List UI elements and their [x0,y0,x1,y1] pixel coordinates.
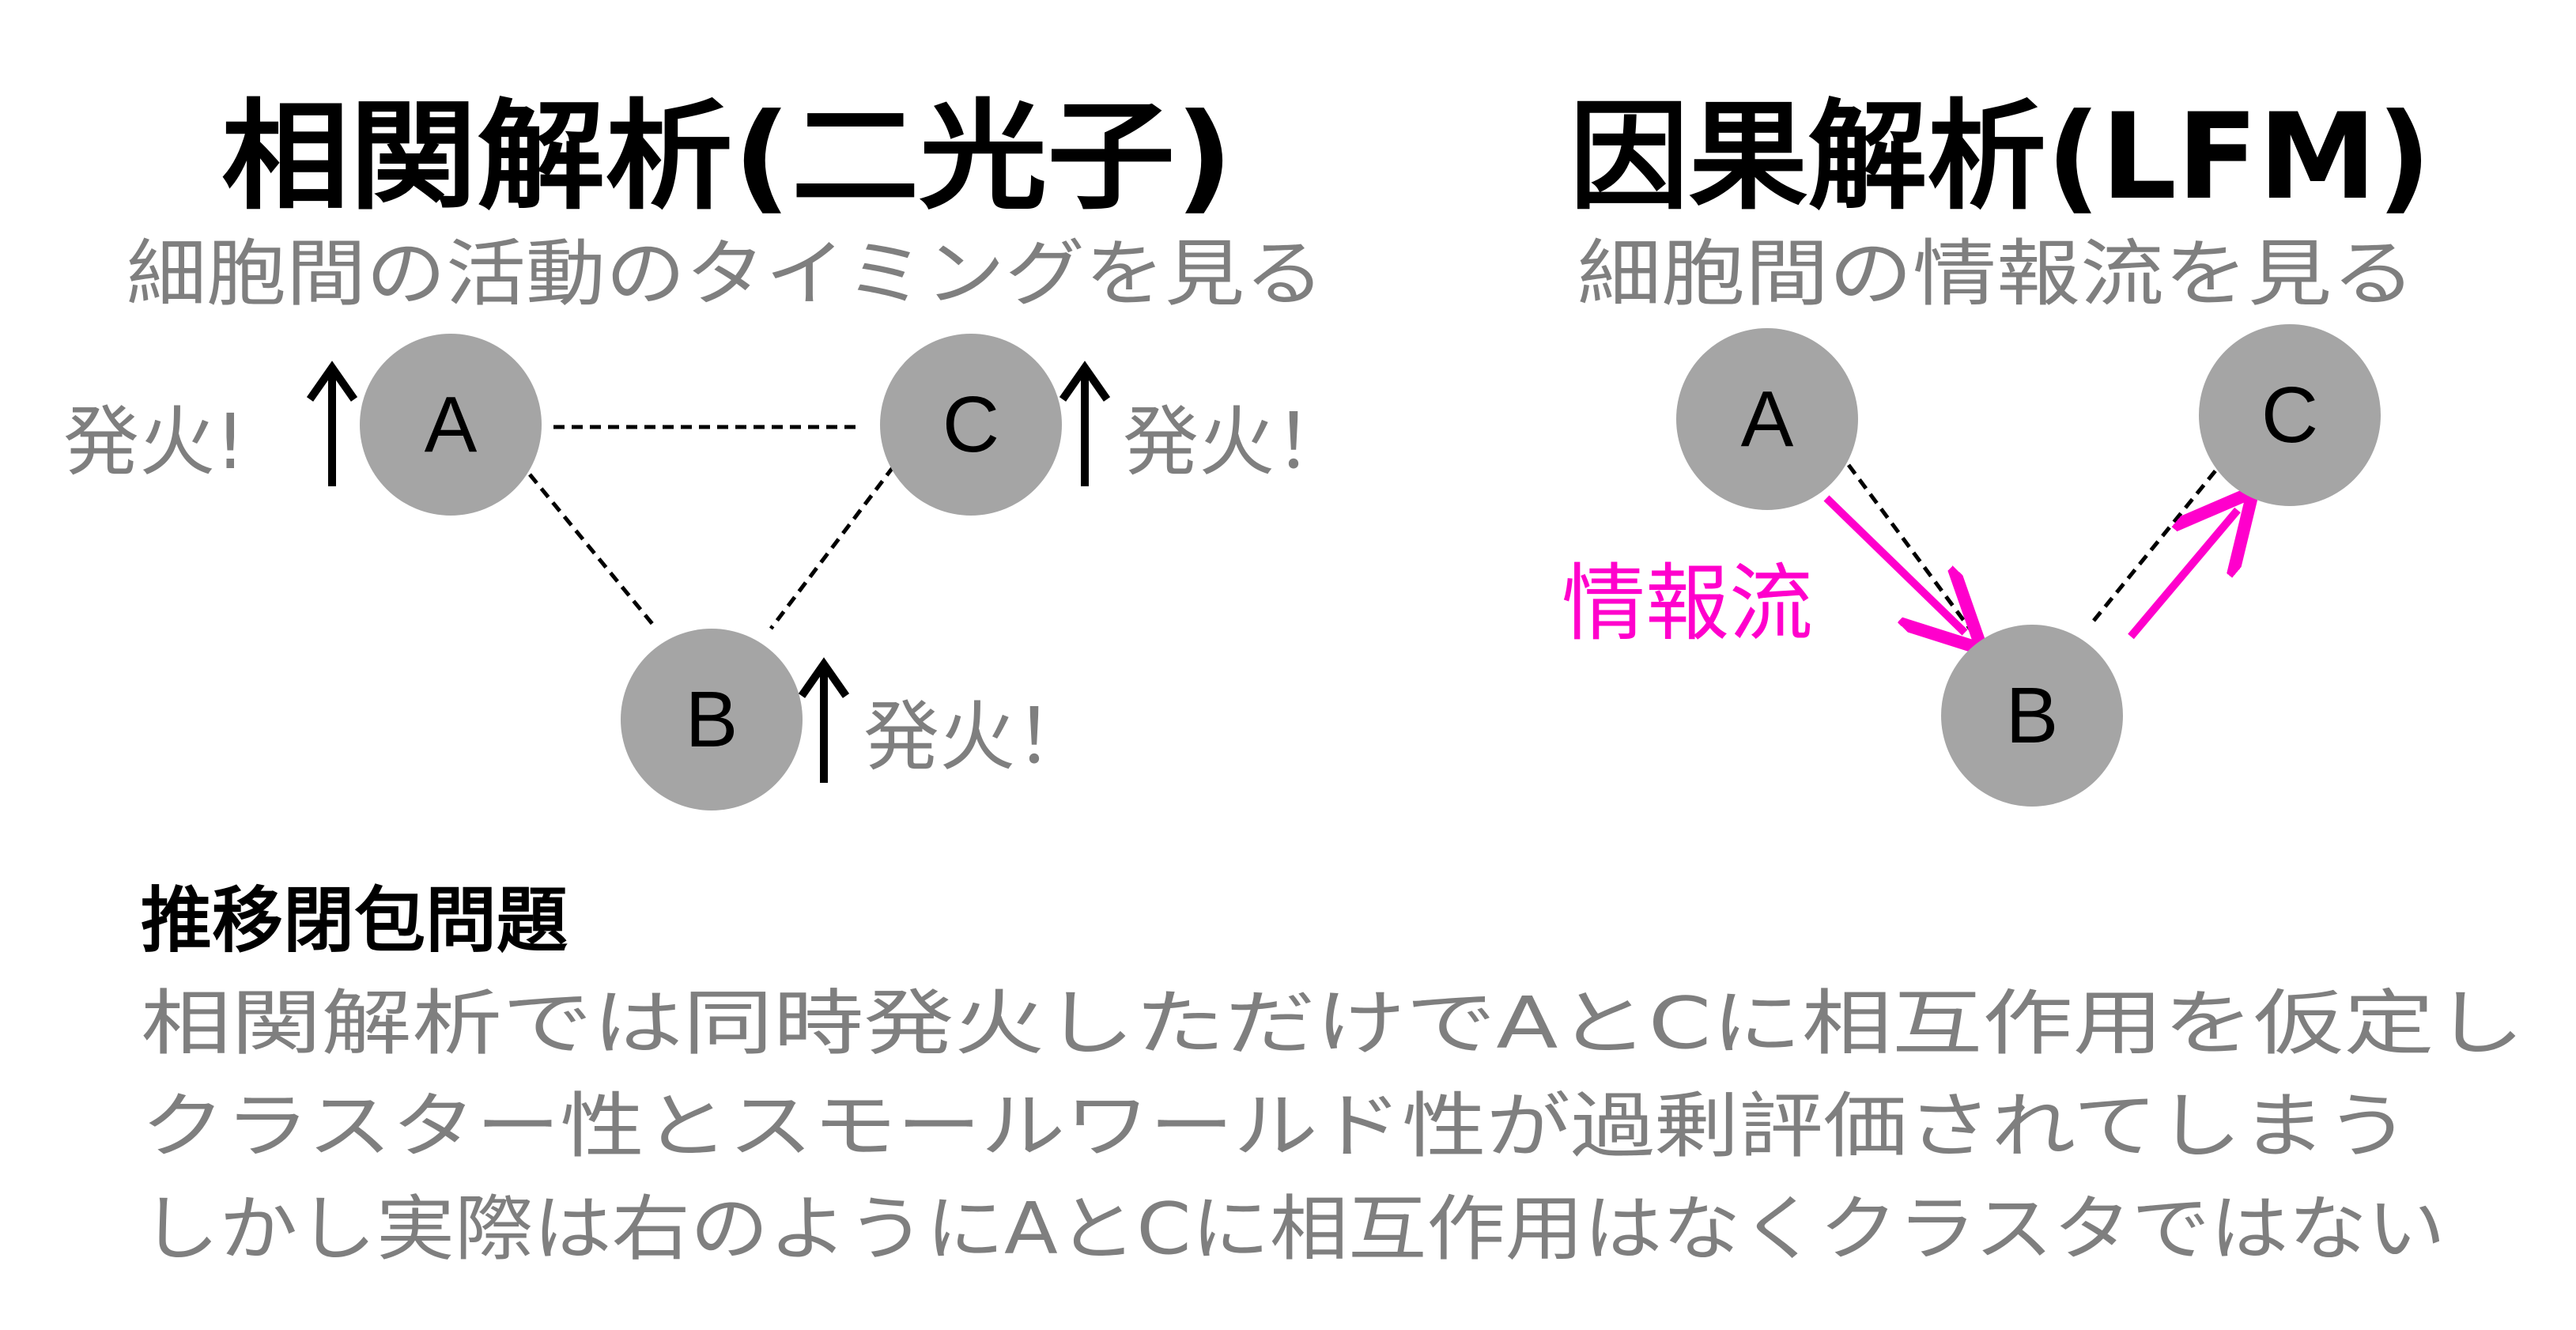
correlation-title: 相関解析(二光子) [221,89,1233,226]
info-flow-arrow-a-to-b-icon [1823,495,1965,633]
correlation-panel: 相関解析(二光子) 細胞間の活動のタイミングを見る A C B 発火! 発火！ … [63,89,1350,810]
node-c: C [880,334,1062,516]
problem-line-2: クラスター性とスモールワールド性が過剰評価されてしまう [141,1085,2410,1168]
correlation-subtitle: 細胞間の活動のタイミングを見る [127,232,1324,316]
node-b-label: B [686,675,738,764]
problem-section: 推移閉包問題 相関解析では同時発火しただけでAとCに相互作用を仮定し クラスター… [141,879,2525,1271]
causal-node-a-label: A [1741,375,1794,463]
edge-a-b-causal [1846,463,1975,634]
edge-c-b-correlation [769,465,895,630]
fire-label-b: 発火！ [863,693,1091,781]
fire-label-a: 発火! [63,398,245,486]
info-flow-arrow-b-to-c-icon [2128,510,2238,640]
info-flow-label: 情報流 [1562,555,1813,652]
causal-node-c: C [2199,324,2381,506]
causal-node-a: A [1676,328,1858,510]
node-c-label: C [942,380,999,469]
causal-panel: 因果解析(LFM) 細胞間の情報流を見る 情報流 A C B [1562,89,2431,807]
up-arrow-a-icon [306,361,358,486]
edge-a-b-correlation [528,473,658,630]
causal-node-c-label: C [2261,371,2318,459]
causal-node-b: B [1941,625,2123,807]
problem-line-1: 相関解析では同時発火しただけでAとCに相互作用を仮定し [141,982,2525,1065]
causal-node-b-label: B [2006,671,2059,760]
causal-title: 因果解析(LFM) [1569,89,2431,226]
edge-b-c-causal [2092,463,2222,622]
up-arrow-c-icon [1059,361,1111,486]
node-a-label: A [425,380,478,469]
problem-title: 推移閉包問題 [141,879,568,962]
fire-label-c: 発火！ [1123,398,1350,486]
problem-line-3: しかし実際は右のようにAとCに相互作用はなくクラスタではない [141,1188,2446,1271]
causal-subtitle: 細胞間の情報流を見る [1577,232,2415,316]
node-b: B [621,629,803,810]
node-a: A [360,334,542,516]
up-arrow-b-icon [798,657,850,783]
